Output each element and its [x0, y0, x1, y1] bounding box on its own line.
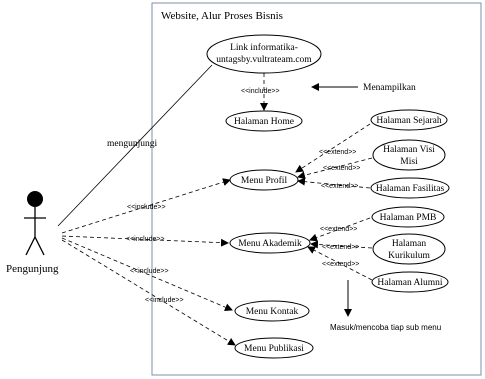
include-label-profil: <<include>>	[127, 204, 166, 211]
include-line-kontak	[61, 237, 233, 311]
include-label-publikasi: <<include>>	[145, 297, 184, 304]
usecase-home: Halaman Home	[225, 110, 303, 132]
usecase-akademik: Menu Akademik	[229, 232, 311, 254]
usecase-pmb-label: Halaman PMB	[380, 213, 437, 223]
association-label: mengunjungi	[107, 139, 157, 149]
include-label-akademik: <<include>>	[126, 236, 165, 243]
actor-pengunjung	[24, 191, 46, 256]
menampilkan-note: Menampilkan	[363, 83, 416, 93]
extend-label-alumni: <<extend>>	[322, 261, 359, 268]
usecase-kontak: Menu Kontak	[234, 300, 310, 322]
usecase-profil-label: Menu Profil	[241, 175, 288, 186]
extend-label-visimisi: <<extend>>	[323, 165, 360, 172]
usecase-link: Link informatika- untagsby.vultrateam.co…	[206, 34, 322, 74]
usecase-visimisi-line1: Halaman Visi	[383, 145, 435, 155]
usecase-alumni-label: Halaman Alumni	[377, 278, 443, 288]
usecase-home-label: Halaman Home	[234, 117, 294, 127]
usecase-alumni: Halaman Alumni	[371, 271, 449, 293]
usecase-profil: Menu Profil	[229, 169, 299, 191]
extend-line-fasilitas	[297, 177, 371, 189]
masuk-note: Masuk/mencoba tiap sub menu	[330, 323, 441, 332]
include-label-home: <<include>>	[241, 88, 280, 95]
extend-line-pmb	[309, 217, 371, 242]
include-line-publikasi	[61, 239, 236, 346]
extend-line-sejarah	[295, 123, 371, 173]
usecase-link-line2: untagsby.vultrateam.com	[216, 55, 312, 65]
usecase-kontak-label: Menu Kontak	[246, 307, 299, 317]
actor-label: Pengunjung	[6, 263, 59, 275]
extend-label-sejarah: <<extend>>	[319, 149, 356, 156]
usecase-visimisi: Halaman Visi Misi	[372, 139, 446, 171]
include-label-kontak: <<include>>	[130, 268, 169, 275]
usecase-akademik-label: Menu Akademik	[238, 239, 302, 249]
usecase-fasilitas-label: Halaman Fasilitas	[376, 184, 445, 194]
usecase-sejarah: Halaman Sejarah	[370, 109, 448, 131]
usecase-pmb: Halaman PMB	[371, 206, 445, 228]
usecase-publikasi: Menu Publikasi	[234, 337, 314, 359]
extend-line-alumni	[307, 246, 373, 281]
system-title: Website, Alur Proses Bisnis	[161, 10, 283, 22]
usecase-visimisi-line2: Misi	[400, 157, 418, 167]
extend-label-fasilitas: <<extend>>	[321, 183, 358, 190]
system-boundary	[151, 2, 482, 376]
usecase-publikasi-label: Menu Publikasi	[244, 344, 304, 354]
extend-line-kurikulum	[310, 240, 373, 249]
usecase-kurikulum-line2: Kurikulum	[388, 251, 430, 261]
usecase-link-line1: Link informatika-	[230, 42, 298, 53]
usecase-kurikulum: Halaman Kurikulum	[372, 233, 446, 265]
extend-line-visimisi	[297, 157, 373, 180]
extend-label-kurikulum: <<extend>>	[322, 244, 359, 251]
usecase-kurikulum-line1: Halaman	[392, 239, 427, 249]
usecase-fasilitas: Halaman Fasilitas	[370, 177, 450, 199]
usecase-sejarah-label: Halaman Sejarah	[376, 116, 441, 126]
include-line-profil	[61, 178, 231, 234]
extend-label-pmb: <<extend>>	[320, 226, 357, 233]
association-line	[57, 64, 213, 227]
